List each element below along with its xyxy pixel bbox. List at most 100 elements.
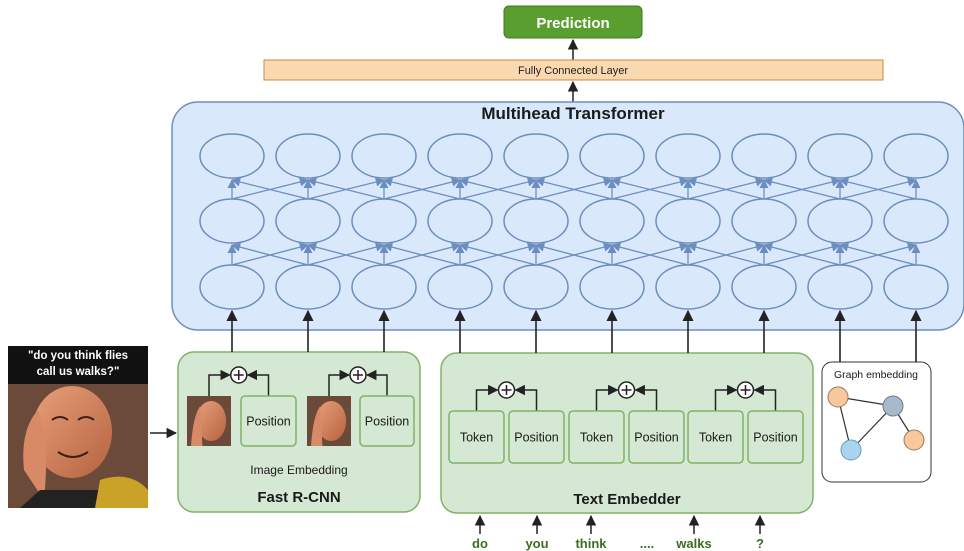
input-token: do (472, 536, 488, 551)
transformer-edge (763, 177, 841, 200)
text-embedder-box: Text Embedder Token Position Token Position… (440, 352, 814, 514)
transformer-node (199, 198, 265, 244)
embedding-pair: Token Position (568, 381, 685, 464)
embedding-pair: Position (307, 366, 415, 447)
transformer-edge (687, 177, 765, 200)
input-token: walks (675, 536, 711, 551)
prediction-box: Prediction (503, 5, 643, 39)
position-box (747, 410, 804, 464)
transformer-node (351, 264, 417, 310)
token-box (448, 410, 505, 464)
position-label: Position (246, 415, 291, 429)
token-box (568, 410, 625, 464)
graph-node-orange-2 (903, 429, 925, 451)
transformer-edge (459, 242, 537, 266)
position-label: Position (365, 415, 410, 429)
transformer-node (883, 198, 949, 244)
transformer-node (503, 133, 569, 179)
input-token: .... (640, 536, 654, 551)
transformer-edge (383, 242, 461, 266)
transformer-node (427, 198, 493, 244)
position-box (359, 395, 415, 447)
graph-node-gray (882, 395, 904, 417)
transformer-title: Multihead Transformer (481, 104, 665, 123)
transformer-edge (839, 242, 917, 266)
embedding-pair: Token Position (687, 381, 804, 464)
transformer-node (579, 198, 645, 244)
transformer-node (883, 264, 949, 310)
transformer-node (731, 198, 797, 244)
transformer-node (883, 133, 949, 179)
meme-caption-line1: "do you think flies (28, 350, 128, 362)
transformer-node (579, 264, 645, 310)
input-tokens: do you think.... walks? (472, 514, 766, 551)
transformer-node (503, 198, 569, 244)
transformer-edge (307, 242, 385, 266)
position-label: Position (753, 431, 798, 445)
input-token: you (525, 536, 548, 551)
transformer-edge (459, 177, 537, 200)
token-box (687, 410, 744, 464)
text-embedder-title: Text Embedder (573, 491, 680, 508)
meme-image: "do you think flies call us walks?" (8, 346, 148, 508)
transformer-node (731, 133, 797, 179)
fc-layer-label: Fully Connected Layer (518, 65, 628, 77)
transformer-edge (763, 242, 841, 266)
transformer-node (427, 264, 493, 310)
fast-rcnn-title: Fast R-CNN (257, 489, 340, 506)
position-label: Position (514, 431, 559, 445)
image-embedding-caption: Image Embedding (250, 463, 347, 477)
fast-rcnn-box: Image Embedding Fast R-CNN Position Posit… (177, 351, 421, 513)
transformer-node (275, 264, 341, 310)
transformer-edge (611, 242, 689, 266)
graph-node-blue (840, 439, 862, 461)
position-box (628, 410, 685, 464)
transformer-edge (231, 177, 309, 200)
input-token: think (575, 536, 607, 551)
position-box (240, 395, 297, 447)
meme-caption-line2: call us walks?" (37, 366, 120, 378)
transformer-edge (231, 242, 309, 266)
transformer-node (655, 198, 721, 244)
input-token: ? (756, 536, 764, 551)
transformer-edge (687, 242, 765, 266)
transformer-node (199, 264, 265, 310)
input-arrows (226, 309, 922, 362)
transformer-node (199, 133, 265, 179)
transformer-node (807, 133, 873, 179)
position-label: Position (634, 431, 679, 445)
transformer-node (275, 198, 341, 244)
transformer-node (807, 264, 873, 310)
image-region-thumbnail (187, 396, 231, 446)
graph-embedding-box: Graph embedding (821, 361, 932, 483)
transformer-node (655, 264, 721, 310)
transformer-node (731, 264, 797, 310)
transformer-edge (307, 177, 385, 200)
transformer-edge (839, 177, 917, 200)
transformer-node (807, 198, 873, 244)
multihead-transformer: Multihead Transformer (171, 101, 964, 331)
transformer-edge (383, 177, 461, 200)
transformer-node (655, 133, 721, 179)
prediction-label: Prediction (536, 15, 609, 32)
transformer-edge (535, 242, 613, 266)
graph-node-orange (827, 386, 849, 408)
transformer-edge (611, 177, 689, 200)
image-region-thumbnail (307, 396, 351, 446)
transformer-node (351, 133, 417, 179)
transformer-node (351, 198, 417, 244)
transformer-node (503, 264, 569, 310)
graph-embedding-title: Graph embedding (834, 369, 918, 381)
transformer-node (579, 133, 645, 179)
token-label: Token (699, 431, 732, 445)
transformer-edge (535, 177, 613, 200)
token-label: Token (460, 431, 493, 445)
token-label: Token (580, 431, 613, 445)
embedding-pair: Token Position (448, 381, 565, 464)
embedding-pair: Position (187, 366, 297, 447)
transformer-node (427, 133, 493, 179)
position-box (508, 410, 565, 464)
fully-connected-layer: Fully Connected Layer (263, 59, 884, 81)
transformer-node (275, 133, 341, 179)
